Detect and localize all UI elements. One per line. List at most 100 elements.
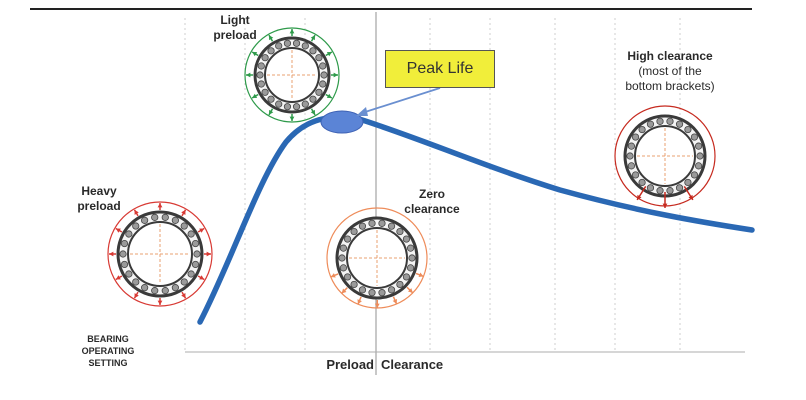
- load-arrowhead: [310, 109, 315, 115]
- load-arrowhead: [134, 209, 139, 215]
- roller: [387, 286, 396, 294]
- roller: [646, 120, 655, 128]
- axis-label-clearance: Clearance: [381, 357, 444, 372]
- roller: [301, 42, 309, 50]
- high-clearance-line-1: High clearance: [627, 49, 713, 63]
- roller: [256, 71, 264, 79]
- corner-line-3: SETTING: [88, 358, 128, 368]
- roller: [120, 260, 129, 269]
- load-arrowhead: [637, 194, 642, 200]
- load-arrowhead: [252, 52, 258, 57]
- load-arrowhead: [392, 299, 398, 305]
- roller: [408, 254, 416, 262]
- roller: [180, 222, 188, 230]
- load-arrowhead: [374, 303, 380, 308]
- roller: [666, 187, 674, 195]
- roller: [275, 42, 283, 50]
- roller: [656, 187, 664, 195]
- roller: [406, 244, 415, 252]
- load-arrowhead: [134, 293, 139, 299]
- roller: [406, 264, 415, 272]
- roller: [350, 280, 358, 289]
- load-arrowhead: [269, 35, 274, 41]
- roller: [627, 162, 636, 170]
- roller: [132, 222, 140, 230]
- roller: [387, 222, 396, 230]
- roller: [378, 289, 386, 297]
- roller: [283, 103, 292, 111]
- corner-line-2: OPERATING: [81, 346, 135, 356]
- load-arrowhead: [333, 72, 338, 78]
- axis-label-preload: Preload: [326, 357, 374, 372]
- roller: [292, 39, 301, 47]
- light-preload-label: Light preload: [205, 13, 265, 43]
- light-preload-bearing: [244, 27, 340, 123]
- roller: [141, 284, 149, 292]
- roller: [656, 117, 664, 125]
- zero-clearance-label: Zero clearance: [392, 187, 472, 217]
- roller: [694, 162, 703, 170]
- roller: [257, 62, 265, 70]
- roller: [315, 88, 323, 96]
- roller: [180, 278, 188, 286]
- roller: [694, 142, 703, 150]
- heavy-preload-bearing: [107, 201, 213, 307]
- load-arrowhead: [269, 109, 274, 115]
- load-arrowhead: [109, 251, 114, 257]
- load-arrowhead: [252, 93, 258, 98]
- roller: [319, 62, 327, 70]
- roller: [309, 95, 317, 103]
- roller: [125, 270, 133, 278]
- high-clearance-label: High clearance (most of the bottom brack…: [590, 49, 750, 94]
- light-preload-line-2: preload: [213, 28, 257, 42]
- roller: [666, 117, 674, 125]
- roller: [187, 270, 195, 278]
- roller: [339, 264, 348, 272]
- roller: [125, 230, 133, 238]
- roller: [358, 222, 367, 230]
- roller: [638, 125, 646, 134]
- load-arrowhead: [310, 35, 315, 41]
- roller: [343, 273, 352, 281]
- roller: [161, 213, 169, 221]
- load-envelope: [107, 201, 213, 307]
- roller: [151, 213, 159, 221]
- roller: [257, 80, 265, 88]
- roller: [191, 260, 200, 269]
- roller: [283, 39, 292, 47]
- load-arrowhead: [418, 272, 424, 278]
- load-arrowhead: [407, 288, 413, 293]
- roller: [339, 244, 348, 252]
- roller: [684, 125, 692, 134]
- roller: [696, 152, 704, 160]
- roller: [161, 287, 169, 295]
- bearings: [107, 27, 716, 309]
- callout-arrow: [361, 87, 441, 114]
- roller: [675, 184, 684, 192]
- load-arrowhead: [330, 273, 336, 278]
- roller: [315, 54, 323, 62]
- roller: [638, 178, 646, 187]
- roller: [690, 171, 699, 179]
- roller: [191, 239, 200, 248]
- roller: [141, 216, 149, 224]
- high-clearance-line-3: bottom brackets): [625, 79, 715, 93]
- roller: [309, 47, 317, 55]
- roller: [151, 287, 159, 295]
- roller: [171, 284, 179, 292]
- roller: [171, 216, 179, 224]
- load-arrowhead: [289, 116, 295, 121]
- heavy-preload-line-2: preload: [77, 199, 121, 213]
- roller: [358, 286, 367, 294]
- roller: [368, 219, 376, 227]
- corner-label: BEARING OPERATING SETTING: [58, 333, 158, 369]
- roller: [626, 152, 634, 160]
- roller: [646, 184, 655, 192]
- load-arrowhead: [662, 203, 668, 208]
- heavy-preload-line-1: Heavy: [81, 184, 117, 198]
- high-clearance-bearing: [614, 105, 716, 208]
- zero-clearance-line-1: Zero: [418, 187, 445, 201]
- zero-clearance-bearing: [326, 207, 428, 309]
- peak-life-label: Peak Life: [406, 60, 474, 77]
